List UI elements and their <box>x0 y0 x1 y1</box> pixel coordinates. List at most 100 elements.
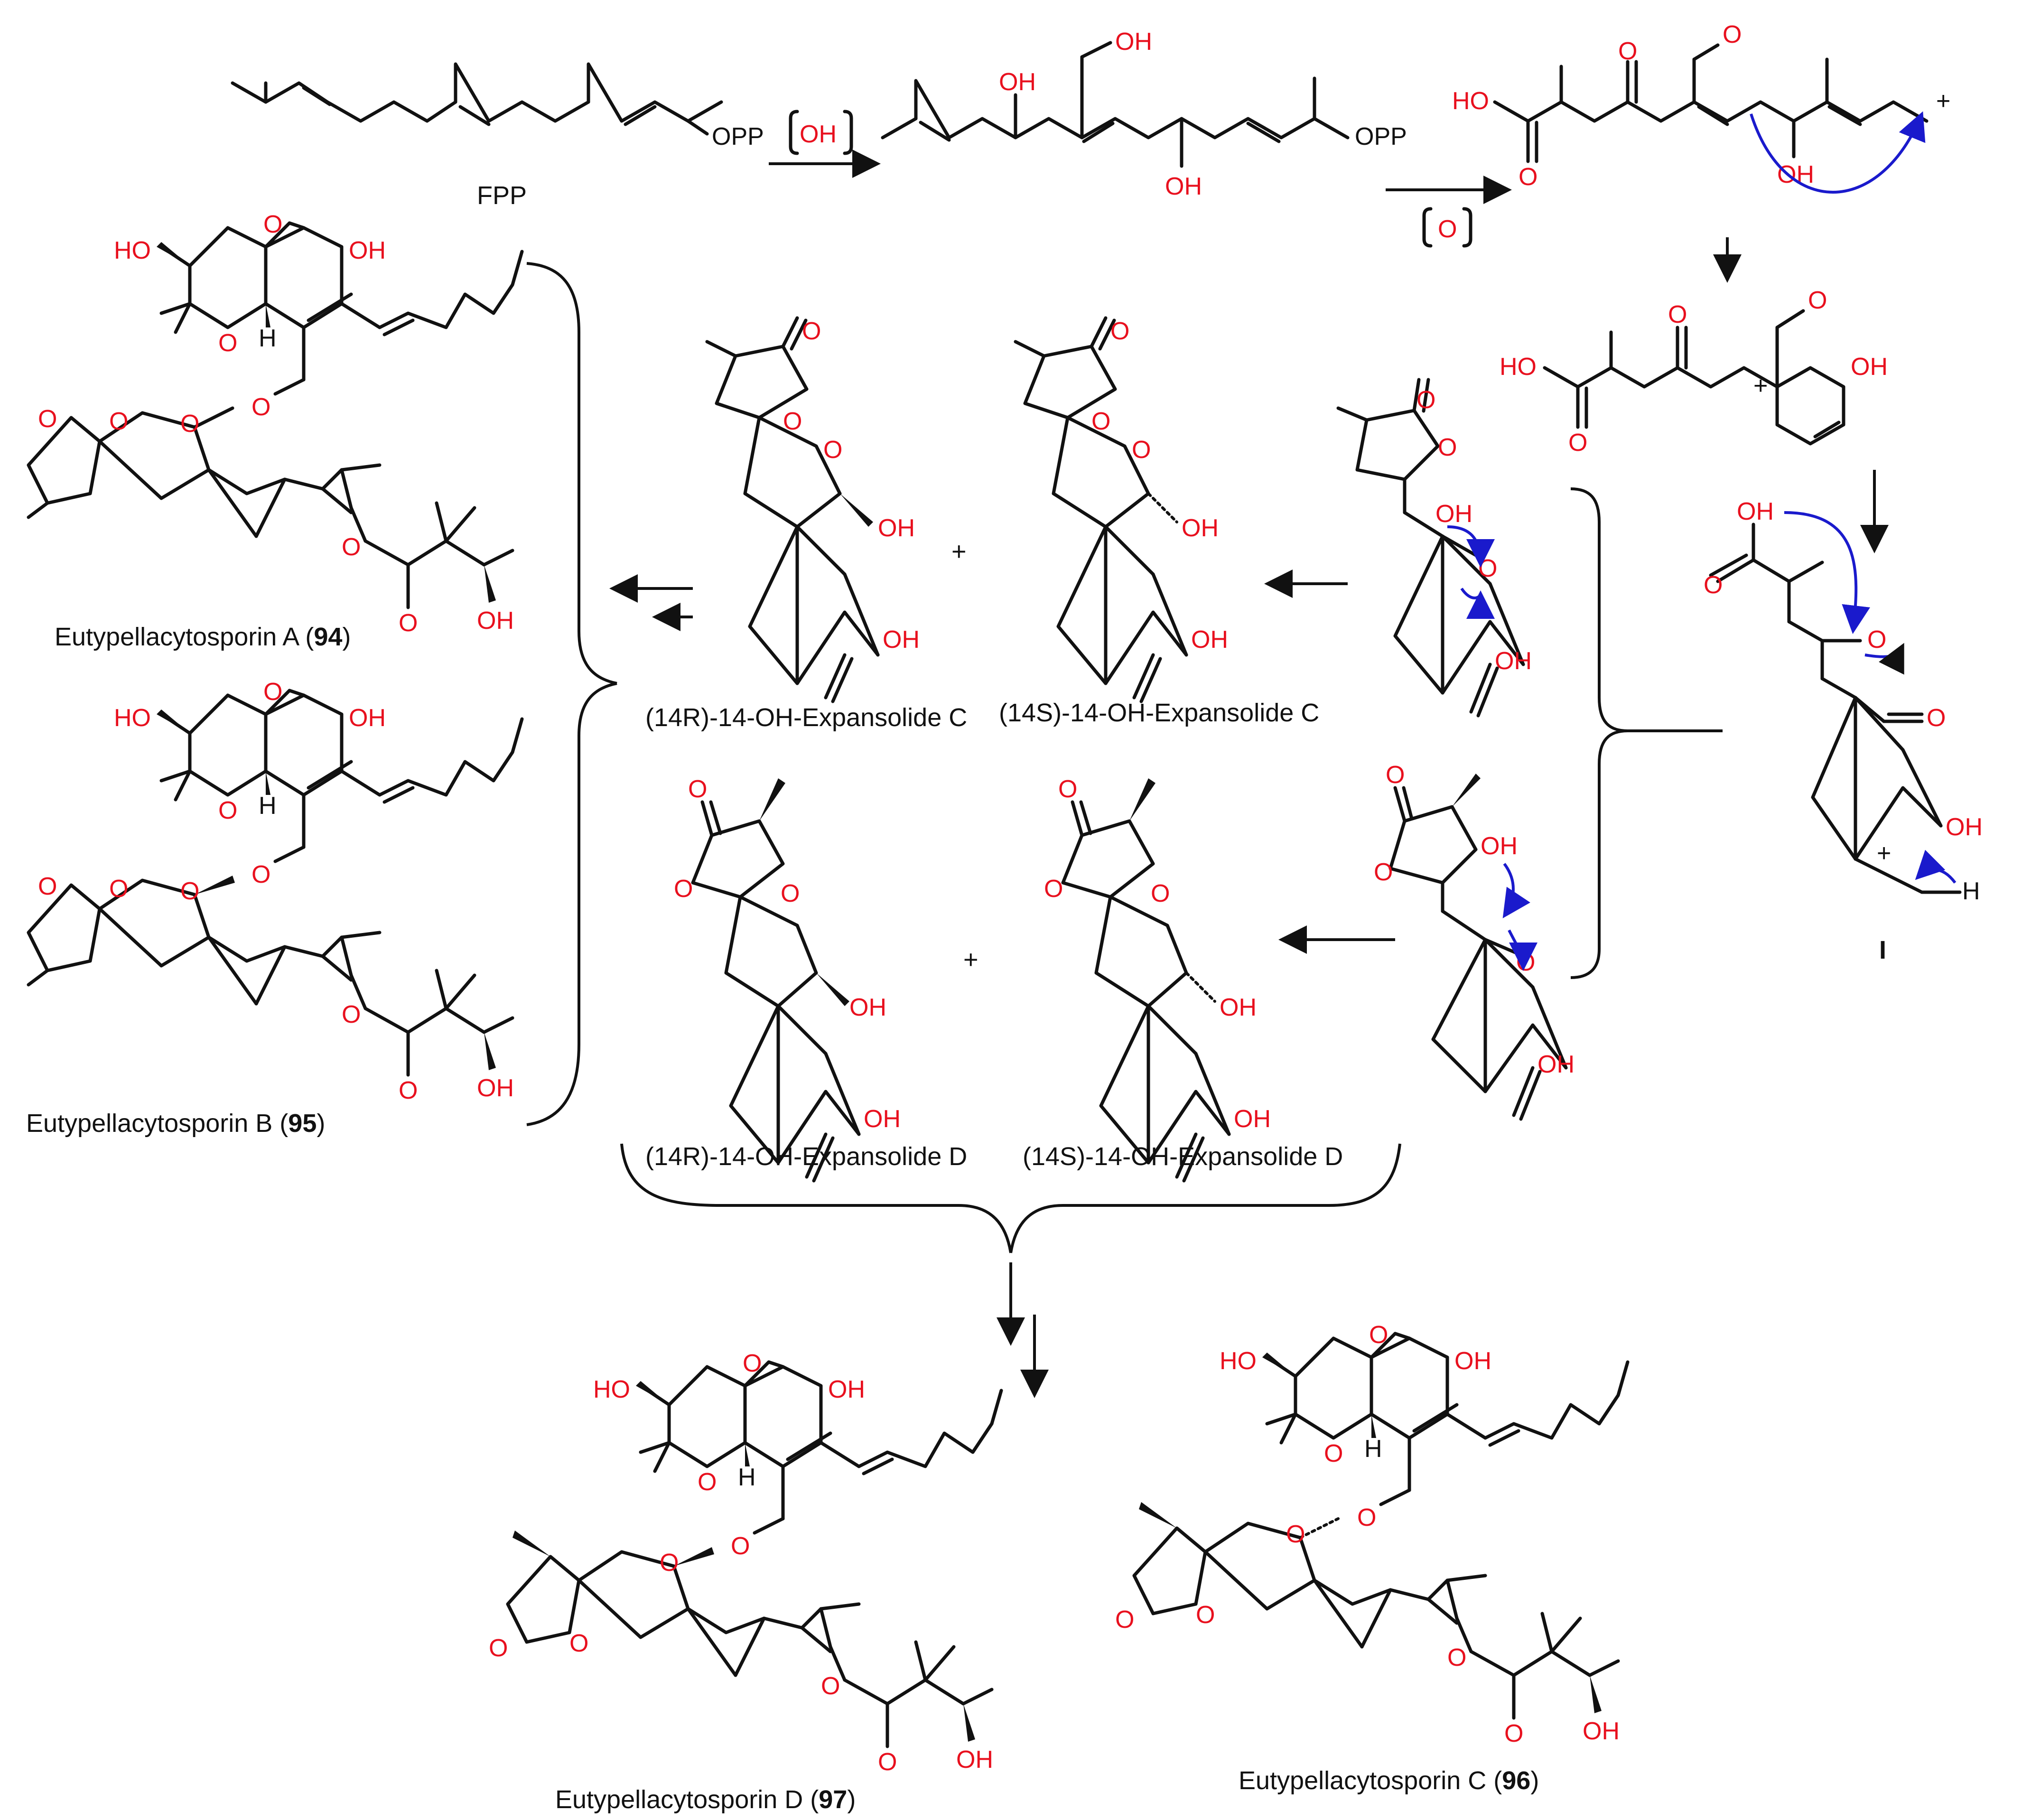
eutypellacytosporin-A-label: Eutypellacytosporin A (94) <box>55 623 351 651</box>
A-ring-o1: O <box>109 408 128 435</box>
fpp-opp: OPP <box>712 123 764 150</box>
precD-lactone-o: O <box>1386 761 1405 789</box>
precD-ring-oh: OH <box>1537 1051 1575 1078</box>
plus-sign-c: + <box>951 537 967 566</box>
expansolide-c-14r: O O O OH OH (14R)-14-OH-Expansolide C <box>645 316 967 732</box>
expDS-ring-o1: O <box>1044 875 1063 903</box>
ketone2-o: O <box>1668 301 1687 328</box>
left-brace <box>526 262 617 1126</box>
D-epoxide-o: O <box>743 1350 762 1377</box>
hydroxylated-fpp-structure: OH OH OH OPP <box>881 28 1407 200</box>
C-epoxide-o: O <box>1369 1321 1388 1349</box>
I-cooh-o: O <box>1704 571 1723 599</box>
B-ring-o2: O <box>180 877 199 905</box>
ketone-o: O <box>1618 37 1637 65</box>
A-ho: HO <box>114 237 151 264</box>
fpp-label: FPP <box>477 181 527 210</box>
A-h: H <box>259 325 277 352</box>
I-cation-plus: + <box>1877 840 1891 867</box>
C-h: H <box>1364 1435 1382 1463</box>
right-brace <box>1570 487 1723 979</box>
A-side-oh: OH <box>477 607 514 635</box>
cyclohexenyl-cation: HO O O O OH + <box>1500 287 1888 457</box>
fpp-opp-2: OPP <box>1355 123 1407 150</box>
eutypellacytosporin-B: HO O OH O H O O O O O O OH Eutypellacyto… <box>26 678 524 1138</box>
expCS-ring-oh: OH <box>1191 626 1228 653</box>
I-hydrogen: H <box>1962 877 1980 905</box>
D-side-oh: OH <box>956 1746 993 1773</box>
expDR-oh: OH <box>849 994 886 1021</box>
expDR-ring-o2: O <box>781 880 800 907</box>
B-side-oh: OH <box>477 1074 514 1102</box>
A-ester-co: O <box>399 609 418 637</box>
B-lactone-o: O <box>38 873 57 900</box>
eutypellacytosporin-C: HO O OH O H O O O O O O OH Eutypellacyto… <box>1115 1321 1630 1795</box>
expansolide-d-14r: O O O OH OH (14R)-14-OH-Expansolide D <box>645 775 967 1183</box>
expDR-ring-o1: O <box>674 875 693 903</box>
expansolide-d-14s-label: (14S)-14-OH-Expansolide D <box>1023 1142 1343 1171</box>
expCS-oh: OH <box>1182 514 1219 542</box>
expCS-ring-o2: O <box>1132 436 1151 464</box>
I-ring-oh: OH <box>1946 813 1983 841</box>
hemiketal-precursor-c: O O OH O OH <box>1336 378 1532 718</box>
D-ester-co: O <box>878 1748 897 1776</box>
cooh2-o: O <box>1568 429 1587 457</box>
eutypellacytosporin-D-label: Eutypellacytosporin D (97) <box>555 1785 856 1814</box>
B-ho: HO <box>114 704 151 732</box>
expCS-lactone-o: O <box>1110 317 1129 345</box>
D-h: H <box>738 1464 756 1491</box>
C-ether-o: O <box>1357 1504 1376 1531</box>
I-aldehyde-o: O <box>1927 704 1946 732</box>
D-oh: OH <box>828 1376 865 1403</box>
B-ring-o1: O <box>109 875 128 903</box>
precD-oh: OH <box>1481 832 1518 860</box>
A-ether-o: O <box>252 393 270 421</box>
precC-ring-o: O <box>1438 434 1457 461</box>
eutypellacytosporin-C-label: Eutypellacytosporin C (96) <box>1239 1766 1539 1795</box>
D-ether-o: O <box>731 1532 750 1560</box>
expansolide-c-14s-label: (14S)-14-OH-Expansolide C <box>999 699 1319 727</box>
C-ester-o: O <box>1447 1644 1466 1671</box>
D-ho: HO <box>593 1376 630 1403</box>
alcohol-oh: OH <box>1777 161 1814 188</box>
A-ring-o2: O <box>180 410 199 438</box>
oxidized-cation-intermediate: HO O O O OH + <box>1452 21 1950 194</box>
fpp-oh-2: OH <box>1115 28 1152 56</box>
cooh2-ho: HO <box>1500 353 1537 381</box>
oxidation-arrow: O <box>1386 176 1512 248</box>
hydroxylation-arrow: OH <box>769 110 881 178</box>
B-ether-o: O <box>252 861 270 888</box>
oxidation-reagent: O <box>1438 215 1457 243</box>
fpp-oh-1: OH <box>999 68 1036 96</box>
cation-plus: + <box>1936 87 1950 115</box>
eutypellacytosporin-A: HO O OH O H O O O O O O OH Eutypellacyto… <box>27 211 524 651</box>
expCR-oh: OH <box>878 514 915 542</box>
C-ester-co: O <box>1504 1720 1523 1747</box>
eutypellacytosporin-D: HO O OH O H O O O O O O OH Eutypellacyto… <box>489 1350 1003 1814</box>
C-pyran-o: O <box>1324 1440 1343 1467</box>
B-ester-o: O <box>342 1001 361 1028</box>
C-lactone-o: O <box>1115 1606 1134 1633</box>
expCR-lactone-o: O <box>802 317 821 345</box>
C-ring-o2: O <box>1286 1521 1305 1548</box>
A-ester-o: O <box>342 533 361 561</box>
expCR-ring-o2: O <box>823 436 842 464</box>
expCR-ring-oh: OH <box>883 626 920 653</box>
C-ho: HO <box>1220 1347 1257 1375</box>
expDS-lactone-o: O <box>1058 775 1077 803</box>
expDS-oh: OH <box>1220 994 1257 1021</box>
I-ketone-o: O <box>1867 626 1886 653</box>
expDS-ring-o2: O <box>1151 880 1170 907</box>
cation2-plus: + <box>1753 372 1768 400</box>
A-epoxide-o: O <box>263 211 282 238</box>
C-ring-o1: O <box>1196 1601 1215 1629</box>
B-ester-co: O <box>399 1077 418 1104</box>
D-ring-o2: O <box>660 1549 679 1577</box>
expansolide-c-14r-label: (14R)-14-OH-Expansolide C <box>645 703 967 732</box>
precC-oh: OH <box>1435 500 1472 528</box>
aldehyde-o: O <box>1723 21 1742 48</box>
precD-ring-o: O <box>1374 859 1393 886</box>
A-oh: OH <box>349 237 386 264</box>
aldehyde2-o: O <box>1808 287 1827 314</box>
A-pyran-o: O <box>218 329 237 357</box>
